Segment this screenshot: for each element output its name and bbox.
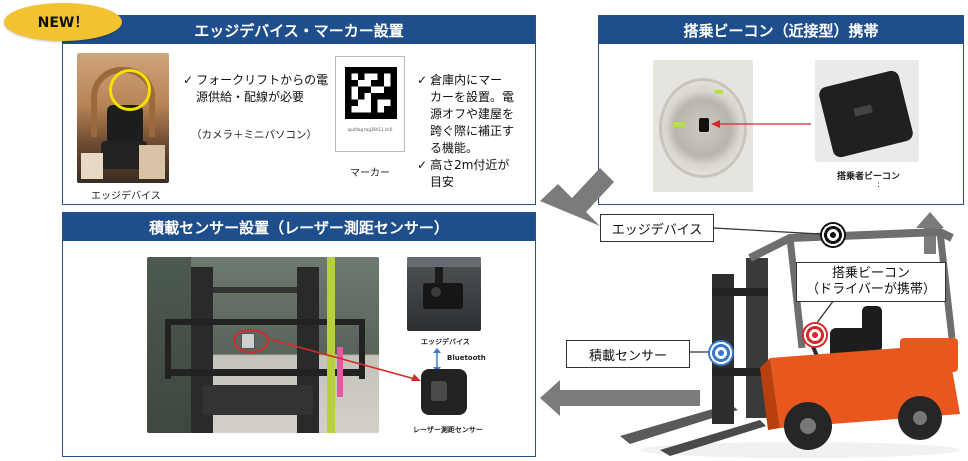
beacon-caption: 搭乗者ビーコン	[837, 172, 901, 182]
bullet-line: カーを設置。電	[430, 90, 515, 104]
beacon-pointer-arrow	[711, 120, 811, 128]
forklift-illustration	[620, 227, 960, 458]
callout-load-sensor-label: 積載センサー	[588, 348, 667, 364]
panel-title: エッジデバイス・マーカー設置	[63, 16, 535, 44]
laser-sensor-photo	[421, 369, 467, 415]
bullet-line: 目安	[430, 175, 455, 189]
callout-edge-device: エッジデバイス	[600, 214, 714, 242]
highlight-circle-red	[233, 329, 269, 353]
checkmark-icon: ✓	[417, 158, 428, 172]
bluetooth-label: Bluetooth	[447, 354, 486, 362]
edge-device-photo	[77, 53, 169, 183]
callout-beacon: 搭乗ビーコン （ドライバーが携帯）	[796, 262, 946, 302]
bullet-power-wiring: ✓フォークリフトからの電 源供給・配線が必要	[183, 72, 343, 106]
edge-device-label: エッジデバイス	[421, 338, 470, 346]
bullet-line: 倉庫内にマー	[430, 73, 503, 87]
helmet-photo	[653, 60, 753, 192]
panel-beacon: 搭乗ビーコン（近接型）携帯 搭乗者ビーコン :	[598, 15, 964, 205]
highlight-circle-yellow	[109, 69, 151, 111]
bullet-line: 源供給・配線が必要	[196, 90, 305, 104]
edge-device-caption: エッジデバイス	[91, 191, 161, 202]
forklift-mast-photo	[147, 257, 379, 433]
checkmark-icon: ✓	[417, 73, 428, 87]
marker-small-text: apriltag tag36h11 id:0	[347, 127, 393, 132]
marker-caption: マーカー	[350, 168, 390, 179]
callout-beacon-line2: （ドライバーが携帯）	[806, 282, 936, 297]
edge-device-closeup-photo	[407, 257, 481, 331]
laser-sensor-label: レーザー測距センサー	[413, 426, 483, 434]
load-sensor-target-icon	[708, 340, 734, 366]
bullet-marker-setup: ✓倉庫内にマー カーを設置。電 源オフや建屋を 跨ぐ際に補正す る機能。 ✓高さ…	[417, 72, 533, 191]
panel-title: 搭乗ビーコン（近接型）携帯	[599, 16, 963, 44]
camera-minipc-note: （カメラ＋ミニパソコン）	[191, 129, 317, 141]
callout-beacon-line1: 搭乗ビーコン	[831, 266, 910, 281]
panel-load-sensor: 積載センサー設置（レーザー測距センサー） エッジデバイス Bluetooth レ	[62, 212, 536, 457]
marker-card: apriltag tag36h11 id:0	[335, 56, 405, 152]
bullet-line: 高さ2m付近が	[430, 158, 510, 172]
checkmark-icon: ✓	[183, 73, 194, 87]
callout-edge-device-label: エッジデバイス	[611, 222, 703, 238]
beacon-target-icon	[802, 322, 828, 348]
bullet-line: る機能。	[430, 141, 479, 155]
edge-device-target-icon	[820, 222, 846, 248]
beacon-photo	[815, 60, 919, 162]
apriltag-marker-icon	[345, 67, 397, 119]
panel-title: 積載センサー設置（レーザー測距センサー）	[63, 213, 535, 241]
bullet-line: 跨ぐ際に補正す	[430, 124, 515, 138]
new-badge-label: NEW！	[37, 15, 89, 31]
bullet-line: 源オフや建屋を	[430, 107, 515, 121]
callout-load-sensor: 積載センサー	[566, 340, 690, 368]
panel-edge-device-marker: エッジデバイス・マーカー設置 エッジデバイス ✓フォークリフトからの電 源供給・…	[62, 15, 536, 205]
bullet-line: フォークリフトからの電	[196, 73, 329, 87]
new-badge: NEW！	[4, 3, 122, 41]
beacon-caption-dot: :	[877, 180, 881, 190]
sensor-pointer-arrow	[268, 338, 421, 381]
